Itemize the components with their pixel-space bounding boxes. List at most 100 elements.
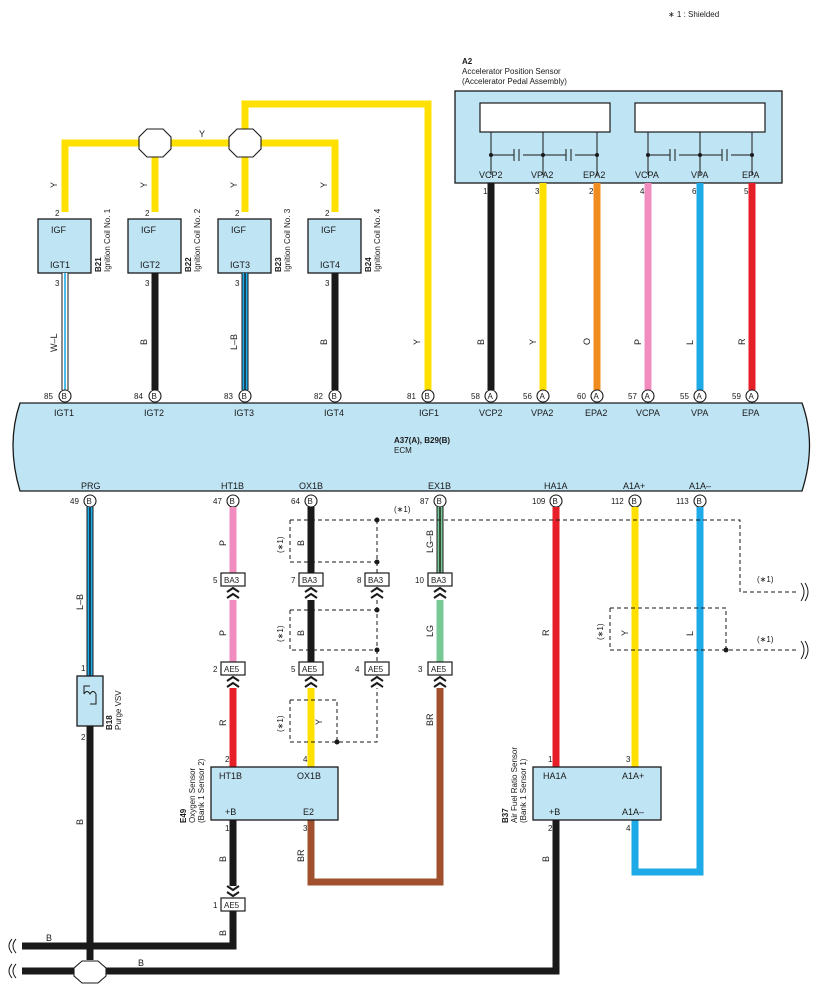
svg-text:A1A+: A1A+ bbox=[623, 481, 645, 491]
svg-text:AE5: AE5 bbox=[224, 901, 240, 910]
coil-4-top-color: Y bbox=[319, 182, 329, 188]
coil-4-top-label: IGF bbox=[321, 225, 337, 235]
svg-text:2: 2 bbox=[213, 665, 218, 674]
vcpa-color: P bbox=[633, 339, 643, 345]
shield-mark-7: (∗1) bbox=[757, 635, 774, 644]
svg-text:A: A bbox=[594, 392, 600, 401]
svg-text:109: 109 bbox=[532, 497, 546, 506]
purge-vsv: 1 2 B18 Purge VSV bbox=[76, 664, 123, 742]
accelerator-position-sensor: A2 Accelerator Position Sensor (Accelera… bbox=[454, 57, 783, 184]
ex1b-color-1: LG–B bbox=[425, 530, 435, 553]
svg-text:B: B bbox=[425, 392, 430, 401]
oxygen-sensor: 2 4 HT1B OX1B +B E2 1 3 E49 Oxygen Senso… bbox=[179, 755, 339, 833]
o2-label-e2: E2 bbox=[303, 807, 314, 817]
svg-text:B: B bbox=[62, 392, 67, 401]
shield-lines bbox=[289, 517, 809, 745]
svg-text:A: A bbox=[749, 392, 755, 401]
igf-splice-points bbox=[138, 128, 262, 158]
svg-text:7: 7 bbox=[291, 576, 296, 585]
svg-text:B: B bbox=[697, 497, 702, 506]
igt-wires bbox=[61, 273, 339, 390]
svg-text:112: 112 bbox=[611, 497, 624, 506]
shielded-note: ∗ 1 : Shielded bbox=[668, 10, 719, 19]
gnd2-color: B bbox=[138, 958, 144, 968]
ox1b-color-1: B bbox=[296, 540, 306, 546]
coil-4-body bbox=[307, 218, 362, 274]
o2-name: Oxygen Sensor bbox=[188, 768, 197, 823]
svg-text:1: 1 bbox=[213, 901, 218, 910]
pedal-pin-label-6: EPA bbox=[742, 170, 759, 180]
o2-subname: (Bank 1 Sensor 2) bbox=[197, 758, 206, 823]
pedal-pin-num-5: 6 bbox=[692, 187, 697, 196]
shield-mark-5: (∗1) bbox=[757, 575, 774, 584]
coil-1-bottom-pin: 3 bbox=[55, 279, 60, 288]
o2-plus-color-2: B bbox=[218, 930, 228, 936]
vsv-out-color: B bbox=[75, 819, 85, 825]
igf-bus-color: Y bbox=[199, 129, 205, 139]
pedal-subname: (Accelerator Pedal Assembly) bbox=[462, 77, 567, 86]
ox1b-color-2: B bbox=[296, 630, 306, 636]
a1ap-color: Y bbox=[620, 630, 630, 636]
coil-3-code: B23 bbox=[274, 257, 283, 272]
svg-text:B: B bbox=[152, 392, 157, 401]
air-fuel-ratio-sensor: 1 3 HA1A A1A+ +B A1A– 2 4 B37 Air Fuel R… bbox=[501, 747, 662, 833]
svg-text:4: 4 bbox=[355, 665, 360, 674]
ground-break-marks bbox=[8, 938, 17, 979]
coil-3-top-pin: 2 bbox=[235, 209, 240, 218]
pedal-wires bbox=[487, 183, 756, 390]
vsv-code: B18 bbox=[105, 715, 114, 730]
svg-text:49: 49 bbox=[70, 497, 79, 506]
pedal-pin-num-2: 3 bbox=[535, 187, 540, 196]
coil-1-top-label: IGF bbox=[51, 225, 67, 235]
svg-text:AE5: AE5 bbox=[431, 665, 447, 674]
conn-ae5-3: 3 AE5 bbox=[418, 661, 453, 688]
svg-text:BA3: BA3 bbox=[302, 576, 318, 585]
o2-pin-3: 1 bbox=[225, 824, 230, 833]
igt4-color: B bbox=[319, 339, 329, 345]
svg-text:82: 82 bbox=[314, 392, 323, 401]
ground-splice bbox=[73, 960, 107, 984]
svg-text:HA1A: HA1A bbox=[544, 481, 568, 491]
coil-4-code: B24 bbox=[364, 257, 373, 272]
pedal-junction-dots bbox=[489, 153, 754, 157]
coil-2-top-label: IGF bbox=[141, 225, 157, 235]
af-plus-wire bbox=[22, 820, 560, 975]
svg-text:113: 113 bbox=[676, 497, 689, 506]
af-label-plusb: +B bbox=[549, 807, 560, 817]
ex1b-color-3: BR bbox=[425, 713, 435, 726]
svg-text:EX1B: EX1B bbox=[428, 481, 451, 491]
svg-text:VCP2: VCP2 bbox=[479, 408, 503, 418]
svg-text:A1A–: A1A– bbox=[689, 481, 711, 491]
o2-plus-color: B bbox=[218, 856, 228, 862]
o2-plus-wire-2 bbox=[22, 911, 237, 950]
ht1b-color-1: P bbox=[218, 540, 228, 546]
svg-text:BA3: BA3 bbox=[431, 576, 447, 585]
coil-4-bottom-label: IGT4 bbox=[320, 260, 340, 270]
svg-text:56: 56 bbox=[523, 392, 532, 401]
svg-text:59: 59 bbox=[732, 392, 741, 401]
vpa-color: L bbox=[685, 340, 695, 345]
shield-mark-3: (∗1) bbox=[276, 625, 285, 642]
svg-text:8: 8 bbox=[357, 576, 362, 585]
ha1a-color: R bbox=[541, 629, 551, 636]
svg-text:BA3: BA3 bbox=[368, 576, 384, 585]
af-pin-3: 2 bbox=[548, 824, 553, 833]
ignition-coil-2: Y 2 IGF IGT2 B22 Ignition Coil No. 2 3 bbox=[127, 182, 202, 288]
ignition-coil-3: Y 2 IGF IGT3 B23 Ignition Coil No. 3 3 bbox=[217, 182, 292, 288]
svg-text:IGT2: IGT2 bbox=[144, 408, 164, 418]
svg-text:3: 3 bbox=[418, 665, 423, 674]
pedal-pin-label-1: VCP2 bbox=[479, 170, 503, 180]
svg-text:IGT1: IGT1 bbox=[54, 408, 74, 418]
vcp2-color: B bbox=[476, 339, 486, 345]
gnd1-color: B bbox=[46, 933, 52, 943]
